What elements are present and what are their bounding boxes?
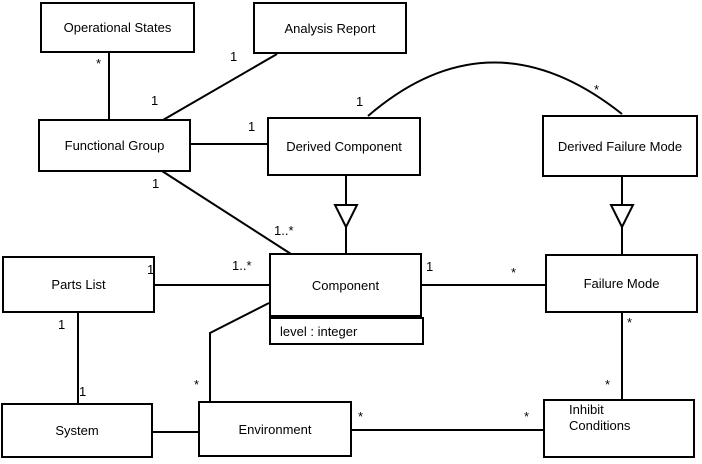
multiplicity-label: 1: [152, 176, 160, 191]
multiplicity-label: *: [524, 409, 530, 424]
class-name: Environment: [238, 421, 312, 437]
multiplicity-label: 1..*: [274, 223, 294, 238]
multiplicity-label: 1: [147, 262, 155, 277]
class-name: Parts List: [51, 277, 106, 292]
class-name: Derived Failure Mode: [557, 138, 683, 154]
multiplicity-label: *: [627, 315, 633, 330]
multiplicity-label: 1: [248, 119, 256, 134]
edge-analysis-report-functional-group: [162, 53, 278, 121]
class-system[interactable]: System: [1, 403, 153, 458]
multiplicity-label: 1..*: [232, 258, 252, 273]
class-parts-list[interactable]: Parts List: [2, 256, 155, 313]
class-name: System: [55, 423, 99, 438]
generalization-triangle-icon: [333, 204, 359, 230]
multiplicity-label: 1: [230, 49, 238, 64]
class-name: Derived Component: [286, 139, 402, 154]
multiplicity-label: *: [194, 377, 200, 392]
class-component[interactable]: Component: [269, 253, 422, 317]
class-functional-group[interactable]: Functional Group: [38, 119, 191, 172]
class-derived-failure-mode[interactable]: Derived Failure Mode: [542, 115, 698, 177]
class-name: Operational States: [63, 20, 172, 35]
class-name: Component: [311, 277, 380, 293]
multiplicity-label: 1: [151, 93, 159, 108]
class-analysis-report[interactable]: Analysis Report: [253, 2, 407, 54]
generalization-triangle-icon: [609, 204, 635, 230]
multiplicity-label: 1: [356, 94, 364, 109]
class-inhibit-conditions[interactable]: Inhibit Conditions: [543, 399, 695, 458]
edge-functional-group-component: [161, 170, 292, 255]
edge-derived-component-derived-failure-mode-arc: [367, 61, 623, 117]
class-name: Functional Group: [64, 138, 165, 153]
class-component-attribute-compartment[interactable]: level : integer: [269, 317, 424, 345]
class-name: Analysis Report: [284, 20, 376, 36]
class-operational-states[interactable]: Operational States: [40, 2, 195, 53]
multiplicity-label: *: [96, 56, 102, 71]
class-failure-mode[interactable]: Failure Mode: [545, 254, 698, 313]
class-name: Inhibit Conditions: [569, 402, 631, 433]
class-name: Failure Mode: [583, 276, 660, 291]
multiplicity-label: 1: [426, 259, 434, 274]
class-environment[interactable]: Environment: [198, 401, 352, 457]
class-derived-component[interactable]: Derived Component: [267, 117, 421, 176]
attribute-text: level : integer: [280, 323, 358, 339]
multiplicity-label: 1: [58, 317, 66, 332]
multiplicity-label: 1: [79, 384, 87, 399]
multiplicity-label: *: [594, 82, 600, 97]
multiplicity-label: *: [605, 377, 611, 392]
multiplicity-label: *: [358, 409, 364, 424]
edge-environment-component: [209, 302, 270, 402]
multiplicity-label: *: [511, 265, 517, 280]
